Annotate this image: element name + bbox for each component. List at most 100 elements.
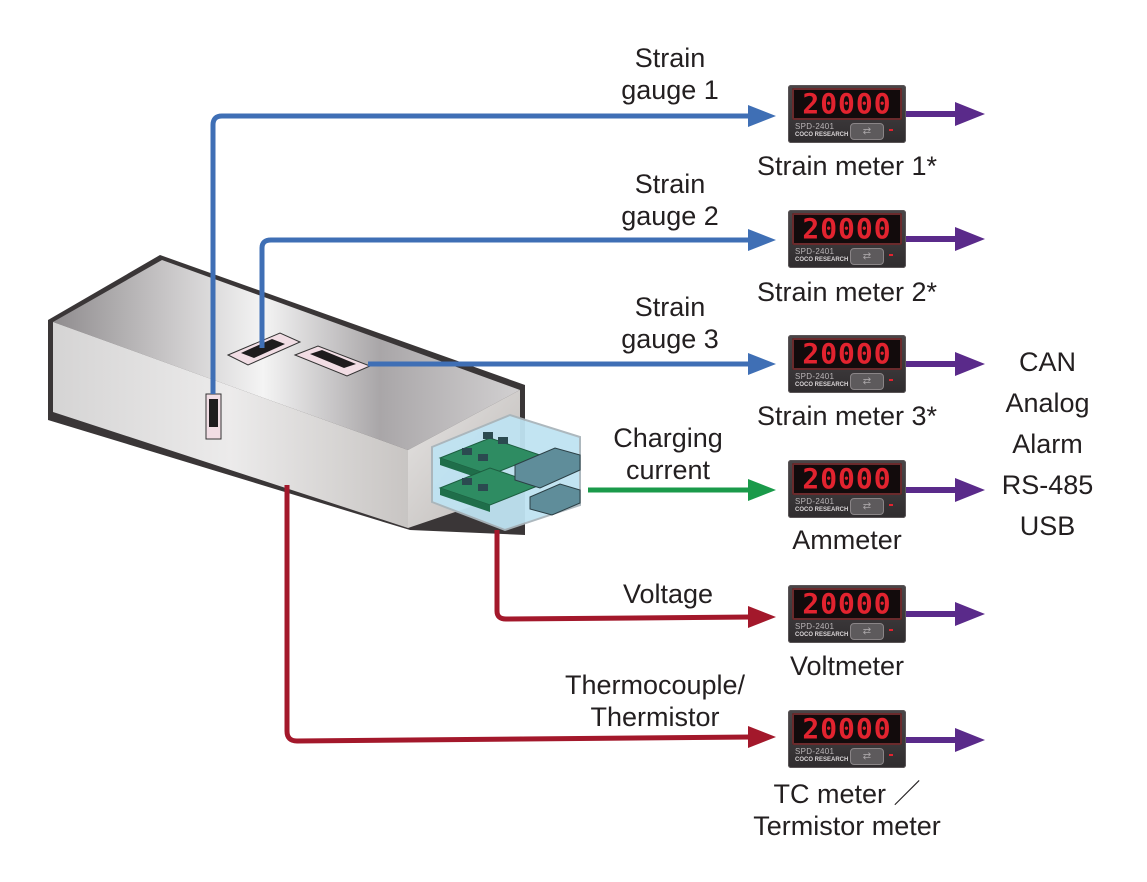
meter-display: 20000 xyxy=(792,338,902,370)
meter-label-voltmeter: Voltmeter xyxy=(740,650,954,682)
meter-digits: 20000 xyxy=(802,462,892,495)
status-led-icon xyxy=(889,629,893,631)
meter-model: SPD-2401 xyxy=(795,247,835,256)
battery-top-face xyxy=(53,260,520,450)
output-arrow-6 xyxy=(905,728,985,752)
meter-model: SPD-2401 xyxy=(795,122,835,131)
output-arrow-2 xyxy=(905,227,985,251)
arrowhead-strain-3 xyxy=(748,353,776,375)
signal-label-line: Strain xyxy=(634,43,706,73)
output-arrow-3 xyxy=(905,352,985,376)
signal-label-voltage: Voltage xyxy=(598,578,738,610)
meter-digits: 20000 xyxy=(802,587,892,620)
meter-digits: 20000 xyxy=(802,212,892,245)
arrowhead-voltage xyxy=(748,606,776,628)
line-voltage xyxy=(494,530,753,622)
input-arrowheads xyxy=(748,105,776,748)
meter-display: 20000 xyxy=(792,463,902,495)
meter-brand: COCO RESEARCH xyxy=(795,132,849,138)
battery-pack xyxy=(48,255,581,535)
output-protocol-item: USB xyxy=(1019,511,1076,541)
signal-label-line: Thermocouple/ xyxy=(564,670,746,700)
output-arrow-5 xyxy=(905,602,985,626)
signal-label-line: gauge 1 xyxy=(621,75,719,105)
meter-digits: 20000 xyxy=(802,87,892,120)
line-strain-gauge-2 xyxy=(259,237,752,348)
output-protocol-item: CAN xyxy=(1018,347,1076,377)
meter-brand: COCO RESEARCH xyxy=(795,382,849,388)
signal-label-thermocouple: Thermocouple/ Thermistor xyxy=(560,669,750,733)
signal-label-line: Strain xyxy=(634,169,706,199)
signal-label-line: current xyxy=(625,455,711,485)
status-led-icon xyxy=(889,504,893,506)
panel-meter-voltmeter: 20000 SPD-2401 COCO RESEARCH ⇄ xyxy=(788,585,906,643)
meter-digits: 20000 xyxy=(802,712,892,745)
meter-label-strain-2: Strain meter 2* xyxy=(740,276,954,308)
meter-model: SPD-2401 xyxy=(795,497,835,506)
arrowhead-current xyxy=(748,479,776,501)
meter-brand: COCO RESEARCH xyxy=(795,757,849,763)
arrowhead-strain-1 xyxy=(748,105,776,127)
signal-label-line: Charging xyxy=(613,423,723,453)
meter-display: 20000 xyxy=(792,213,902,245)
panel-meter-strain-3: 20000 SPD-2401 COCO RESEARCH ⇄ xyxy=(788,335,906,393)
meter-display: 20000 xyxy=(792,713,902,745)
meter-model: SPD-2401 xyxy=(795,622,835,631)
usb-port-icon: ⇄ xyxy=(850,123,884,140)
meter-brand: COCO RESEARCH xyxy=(795,632,849,638)
arrowhead-thermocouple xyxy=(748,726,776,748)
status-led-icon xyxy=(889,754,893,756)
signal-label-line: gauge 2 xyxy=(621,201,719,231)
output-protocol-item: Alarm xyxy=(1012,429,1083,459)
signal-label-line: gauge 3 xyxy=(621,324,719,354)
meter-label-line: Strain meter 1* xyxy=(756,151,938,181)
status-led-icon xyxy=(889,254,893,256)
signal-label-strain-gauge-2: Strain gauge 2 xyxy=(600,168,740,232)
meter-model: SPD-2401 xyxy=(795,747,835,756)
circuit-board-module xyxy=(431,413,581,532)
line-thermocouple xyxy=(284,485,753,744)
line-strain-gauge-1 xyxy=(210,113,752,394)
output-protocol-item: RS-485 xyxy=(1001,470,1094,500)
signal-label-charging-current: Charging current xyxy=(598,422,738,486)
usb-port-icon: ⇄ xyxy=(850,748,884,765)
output-arrows xyxy=(905,102,985,752)
output-protocol-list: CAN Analog Alarm RS-485 USB xyxy=(985,342,1110,547)
meter-label-line: Ammeter xyxy=(792,525,902,555)
meter-display: 20000 xyxy=(792,88,902,120)
usb-port-icon: ⇄ xyxy=(850,248,884,265)
arrowhead-strain-2 xyxy=(748,229,776,251)
meter-label-tc: TC meter ／ Termistor meter xyxy=(730,778,964,842)
usb-port-icon: ⇄ xyxy=(850,623,884,640)
battery-front-face xyxy=(53,322,408,528)
signal-label-line: Voltage xyxy=(622,579,714,609)
meter-label-line: Strain meter 3* xyxy=(756,401,938,431)
meter-model: SPD-2401 xyxy=(795,372,835,381)
signal-label-strain-gauge-3: Strain gauge 3 xyxy=(600,291,740,355)
meter-label-ammeter: Ammeter xyxy=(740,524,954,556)
usb-port-icon: ⇄ xyxy=(850,373,884,390)
usb-port-icon: ⇄ xyxy=(850,498,884,515)
panel-meter-ammeter: 20000 SPD-2401 COCO RESEARCH ⇄ xyxy=(788,460,906,518)
meter-label-line: TC meter ／ xyxy=(773,779,921,809)
status-led-icon xyxy=(889,129,893,131)
output-arrow-4 xyxy=(905,478,985,502)
meter-display: 20000 xyxy=(792,588,902,620)
meter-label-line: Termistor meter xyxy=(753,811,941,841)
signal-label-line: Thermistor xyxy=(590,702,720,732)
output-arrow-1 xyxy=(905,102,985,126)
connector-1 xyxy=(205,393,222,440)
signal-label-strain-gauge-1: Strain gauge 1 xyxy=(600,42,740,106)
meter-label-strain-3: Strain meter 3* xyxy=(740,400,954,432)
meter-digits: 20000 xyxy=(802,337,892,370)
meter-label-strain-1: Strain meter 1* xyxy=(740,150,954,182)
panel-meter-tc: 20000 SPD-2401 COCO RESEARCH ⇄ xyxy=(788,710,906,768)
output-protocol-item: Analog xyxy=(1005,388,1090,418)
status-led-icon xyxy=(889,379,893,381)
meter-label-line: Voltmeter xyxy=(789,651,905,681)
panel-meter-strain-2: 20000 SPD-2401 COCO RESEARCH ⇄ xyxy=(788,210,906,268)
signal-label-line: Strain xyxy=(634,292,706,322)
meter-label-line: Strain meter 2* xyxy=(756,277,938,307)
meter-brand: COCO RESEARCH xyxy=(795,507,849,513)
